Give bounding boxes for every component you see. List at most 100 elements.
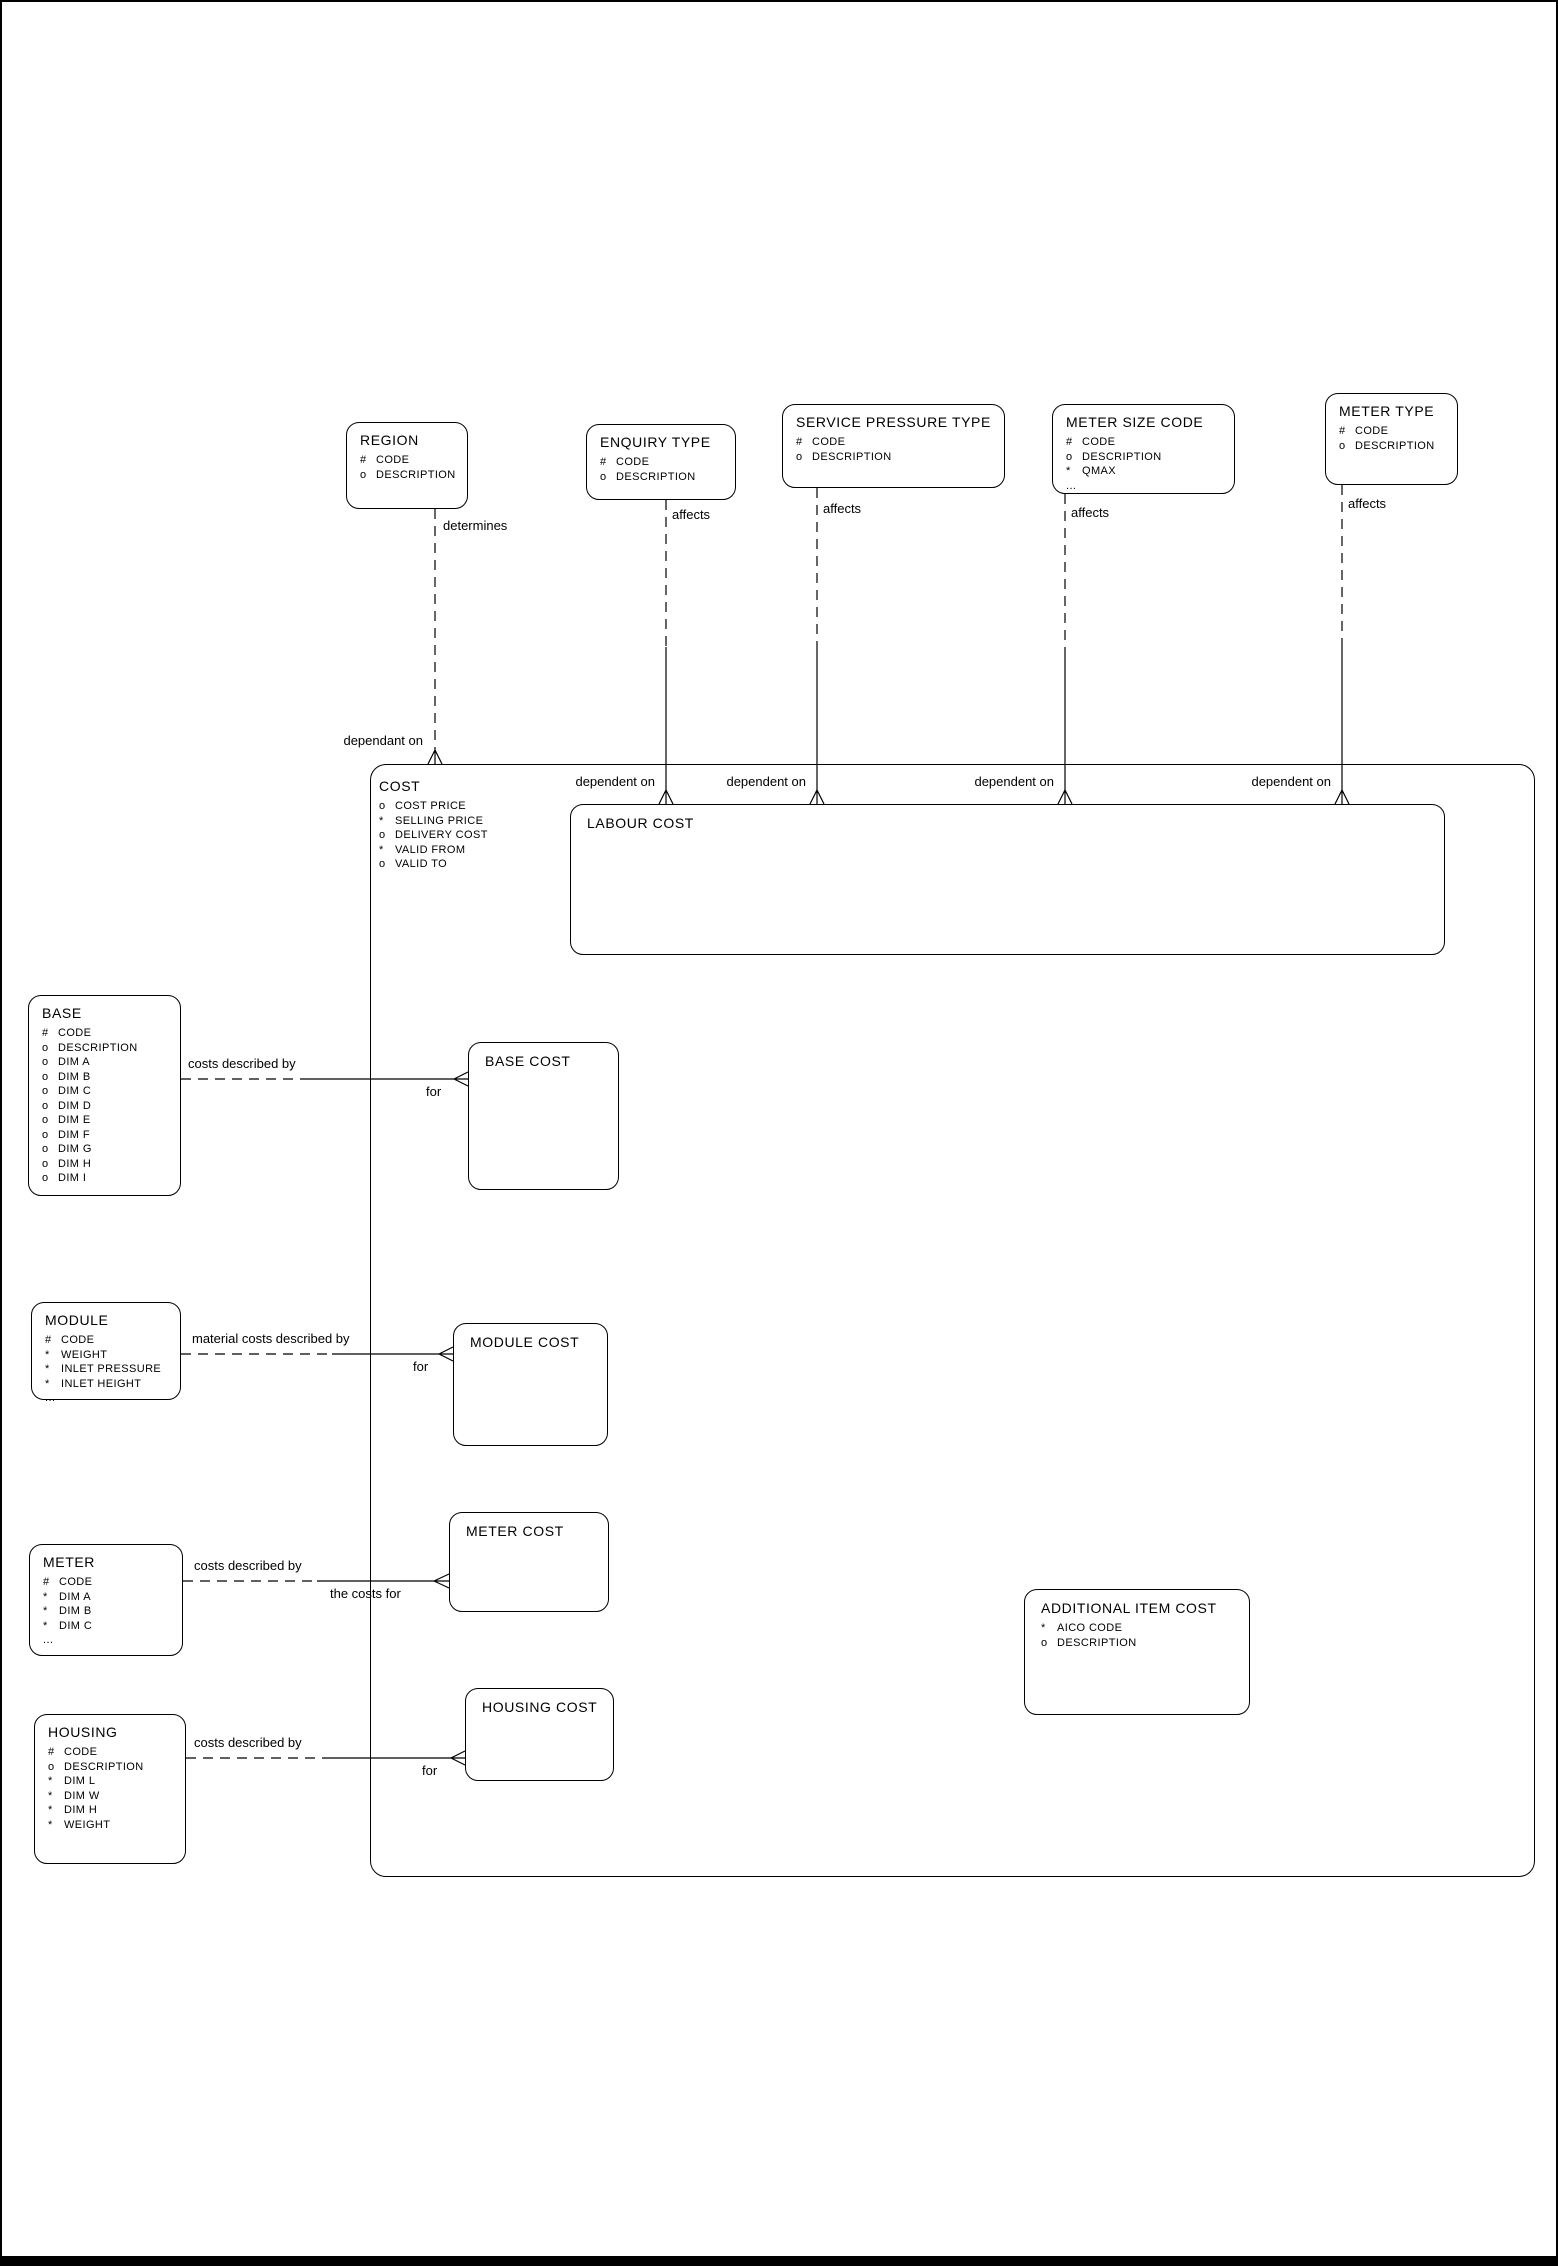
attr-name: CODE xyxy=(58,1027,92,1039)
attr-prefix: * xyxy=(1041,1622,1046,1634)
attr-name: INLET PRESSURE xyxy=(61,1363,162,1375)
attr-name: DIM I xyxy=(58,1172,87,1184)
attr-prefix: o xyxy=(42,1056,49,1068)
relationship-label: costs described by xyxy=(188,1056,296,1071)
attr-prefix: * xyxy=(48,1789,53,1802)
attr-prefix: # xyxy=(1339,425,1346,437)
attr-prefix: o xyxy=(379,829,386,841)
attr-prefix: * xyxy=(45,1377,50,1390)
attr-name: CODE xyxy=(376,454,410,466)
attribute-row: #CODE xyxy=(796,435,1000,450)
attr-name: COST PRICE xyxy=(395,800,467,812)
relationship-label: material costs described by xyxy=(192,1331,350,1346)
attr-name: INLET HEIGHT xyxy=(61,1377,142,1390)
attr-name: DESCRIPTION xyxy=(1057,1636,1137,1649)
attr-prefix: o xyxy=(42,1041,49,1054)
attr-prefix: * xyxy=(45,1363,50,1375)
connector-meter-type-labour[interactable] xyxy=(1334,485,1350,805)
attribute-row: # CODE xyxy=(42,1026,176,1041)
entity-module-cost[interactable]: MODULE COST xyxy=(453,1323,608,1446)
attr-name: DIM G xyxy=(58,1143,92,1155)
attr-prefix: o xyxy=(379,800,386,812)
attr-name: QMAX xyxy=(1082,465,1116,477)
attr-name: DESCRIPTION xyxy=(58,1041,138,1054)
attr-name: CODE xyxy=(812,436,846,448)
relationship-label: costs described by xyxy=(194,1735,302,1750)
attr-prefix: # xyxy=(600,456,607,468)
entity-title: METER TYPE xyxy=(1339,403,1435,419)
entity-meter[interactable]: METER #CODE *DIM A *DIM B *DIM C ... xyxy=(29,1544,183,1656)
entity-title: ADDITIONAL ITEM COST xyxy=(1041,1600,1217,1616)
attribute-row: * QMAX xyxy=(1066,464,1230,479)
entity-meter-cost[interactable]: METER COST xyxy=(449,1512,609,1612)
attr-prefix: o xyxy=(42,1172,49,1184)
entity-title: SERVICE PRESSURE TYPE xyxy=(796,414,991,430)
relationship-label: determines xyxy=(443,518,508,533)
attr-name: CODE xyxy=(59,1576,93,1588)
attribute-row: * INLET PRESSURE xyxy=(45,1362,176,1377)
relationship-label: dependent on xyxy=(575,774,655,789)
attribute-row: # CODE xyxy=(43,1575,178,1590)
attr-prefix: o xyxy=(48,1760,55,1773)
attr-prefix: * xyxy=(1066,465,1071,477)
relationship-label: affects xyxy=(1071,505,1110,520)
attribute-row: #CODE xyxy=(45,1333,176,1348)
attr-name: DIM L xyxy=(64,1775,96,1787)
attr-name: CODE xyxy=(64,1746,98,1758)
entity-title: MODULE COST xyxy=(470,1334,580,1350)
entity-labour-cost[interactable]: LABOUR COST xyxy=(570,804,1445,955)
attribute-row: o DIM H xyxy=(42,1157,176,1172)
attr-name: WEIGHT xyxy=(64,1818,111,1831)
attr-prefix: o xyxy=(42,1099,49,1112)
entity-module[interactable]: MODULE #CODE *WEIGHT *INLET PRESSURE *IN… xyxy=(31,1302,181,1404)
attribute-row: *DIM A xyxy=(43,1590,178,1605)
attr-prefix: o xyxy=(42,1085,49,1097)
attr-name: DIM W xyxy=(64,1789,100,1802)
attribute-row: *AICO CODE xyxy=(1041,1621,1245,1636)
entity-title: COST xyxy=(379,778,421,794)
relationship-label: dependant on xyxy=(343,733,423,748)
attr-name: SELLING PRICE xyxy=(395,814,484,827)
connector-enquiry-labour[interactable] xyxy=(658,500,674,805)
entity-housing-cost[interactable]: HOUSING COST xyxy=(465,1688,614,1781)
connector-service-labour[interactable] xyxy=(809,488,825,805)
attribute-row: ... xyxy=(45,1391,176,1406)
attr-prefix: ... xyxy=(43,1634,54,1646)
attr-prefix: ... xyxy=(45,1392,56,1404)
relationship-label: costs described by xyxy=(194,1558,302,1573)
attribute-row: *DIM B xyxy=(43,1604,178,1619)
entity-base-cost[interactable]: BASE COST xyxy=(468,1042,619,1190)
attr-name: DESCRIPTION xyxy=(1355,439,1435,452)
attr-name: VALID TO xyxy=(395,858,448,870)
crow-foot-icon xyxy=(427,749,443,765)
attr-prefix: o xyxy=(42,1157,49,1170)
attr-name: DIM H xyxy=(58,1157,92,1170)
connector-region-cost[interactable] xyxy=(427,509,443,765)
attribute-row: *WEIGHT xyxy=(45,1348,176,1363)
attr-prefix: # xyxy=(45,1334,52,1346)
attr-name: WEIGHT xyxy=(61,1348,108,1361)
connector-meter-size-labour[interactable] xyxy=(1057,494,1073,805)
attr-prefix: # xyxy=(43,1576,50,1588)
attr-prefix: o xyxy=(42,1070,49,1083)
attr-name: DESCRIPTION xyxy=(616,470,696,483)
attr-prefix: # xyxy=(42,1027,49,1039)
attr-prefix: * xyxy=(379,814,384,827)
